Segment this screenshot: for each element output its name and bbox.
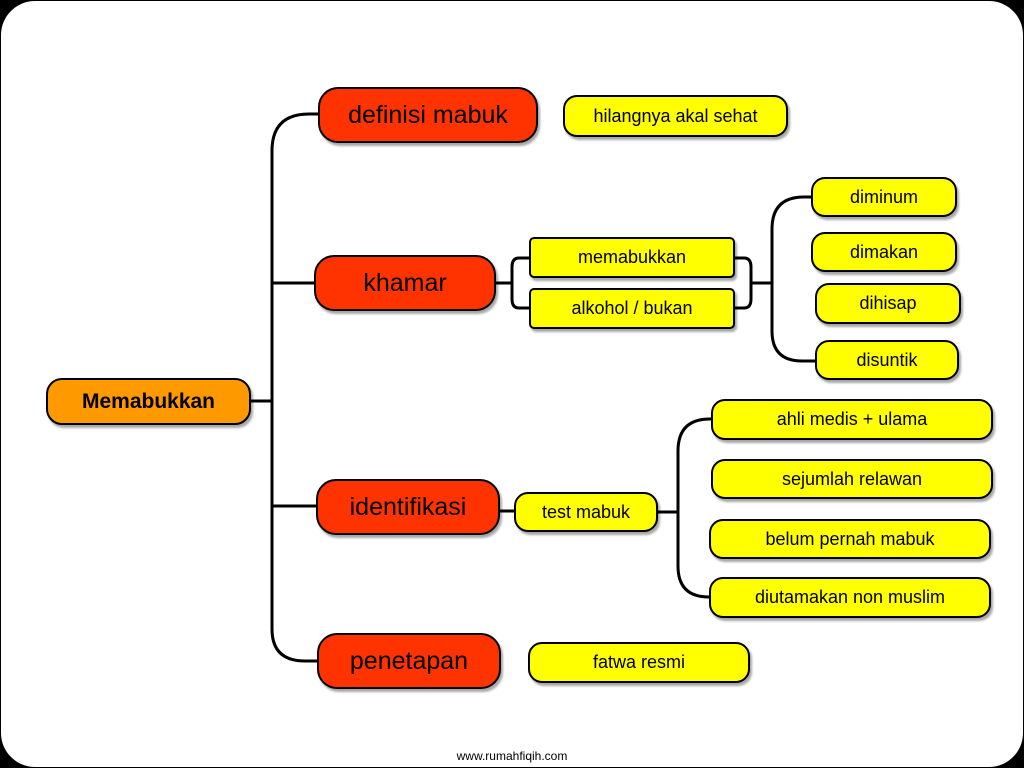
- leaf-fatwa-resmi: fatwa resmi: [528, 642, 750, 683]
- connector-definisi: [270, 112, 321, 153]
- leaf-memabukkan: memabukkan: [529, 237, 735, 278]
- leaf-alkohol-bukan: alkohol / bukan: [529, 288, 735, 329]
- leaf-hilangnya-akal-sehat: hilangnya akal sehat: [563, 95, 788, 137]
- branch-khamar: khamar: [314, 255, 496, 311]
- bracket-khamar-left: [510, 256, 531, 310]
- leaf-dihisap: dihisap: [815, 283, 961, 324]
- connector-disuntik: [770, 329, 818, 363]
- root-node: Memabukkan: [46, 378, 251, 425]
- branch-definisi-mabuk: definisi mabuk: [318, 87, 538, 143]
- connector-non-muslim: [676, 564, 712, 599]
- branch-penetapan: penetapan: [317, 633, 501, 689]
- branch-identifikasi: identifikasi: [316, 479, 500, 535]
- bracket-khamar-right: [732, 256, 753, 310]
- connector-ahli-medis: [676, 417, 714, 453]
- leaf-diutamakan-non-muslim: diutamakan non muslim: [709, 577, 991, 618]
- leaf-ahli-medis-ulama: ahli medis + ulama: [711, 399, 993, 440]
- leaf-belum-pernah-mabuk: belum pernah mabuk: [709, 519, 991, 559]
- leaf-test-mabuk: test mabuk: [514, 492, 658, 532]
- leaf-sejumlah-relawan: sejumlah relawan: [711, 459, 993, 499]
- connector-penetapan: [270, 627, 320, 663]
- leaf-disuntik: disuntik: [815, 340, 959, 380]
- footer-url: www.rumahfiqih.com: [456, 749, 568, 763]
- leaf-dimakan: dimakan: [811, 232, 957, 272]
- leaf-diminum: diminum: [811, 177, 957, 217]
- connector-diminum: [770, 195, 814, 231]
